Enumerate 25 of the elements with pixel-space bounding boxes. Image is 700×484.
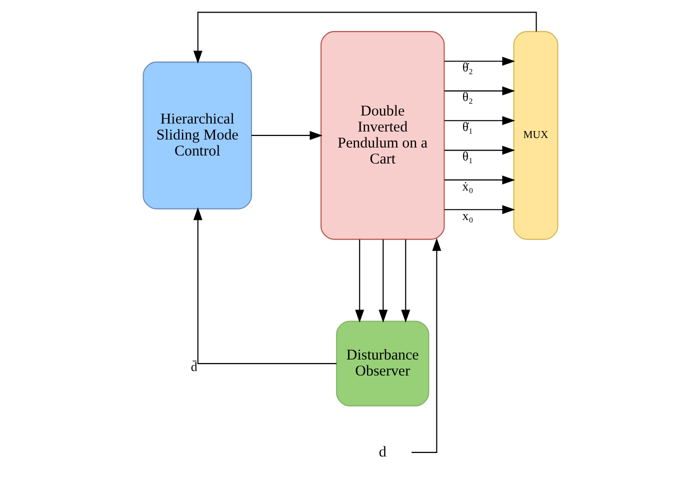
arrow (400, 239, 410, 323)
edge-label: ẋ₀ (462, 179, 473, 194)
node-box: Hierarchical Sliding Mode Control (142, 62, 252, 210)
arrow (250, 130, 322, 140)
arrow (192, 207, 336, 364)
arrow (444, 56, 515, 66)
arrow (378, 239, 388, 323)
arrow (411, 238, 441, 453)
arrow (192, 12, 536, 64)
node-box: MUX (512, 31, 558, 240)
arrow (444, 175, 515, 184)
arrow (444, 116, 515, 126)
node-box: Disturbance Observer (336, 320, 429, 406)
edge-label: θ̇₂ (462, 60, 473, 75)
edge-label: θ₂ (462, 90, 473, 104)
arrow (354, 239, 364, 323)
edge-label: θ₁ (462, 150, 473, 164)
node-box: Double Inverted Pendulum on a Cart (320, 31, 444, 240)
edge-label: x₀ (462, 208, 473, 223)
edge-label: θ̇₁ (462, 120, 473, 134)
arrow (444, 146, 515, 155)
edge-label: d̄ (190, 360, 197, 374)
node-text: d (378, 444, 386, 460)
arrow (444, 86, 515, 96)
arrow (444, 205, 515, 214)
